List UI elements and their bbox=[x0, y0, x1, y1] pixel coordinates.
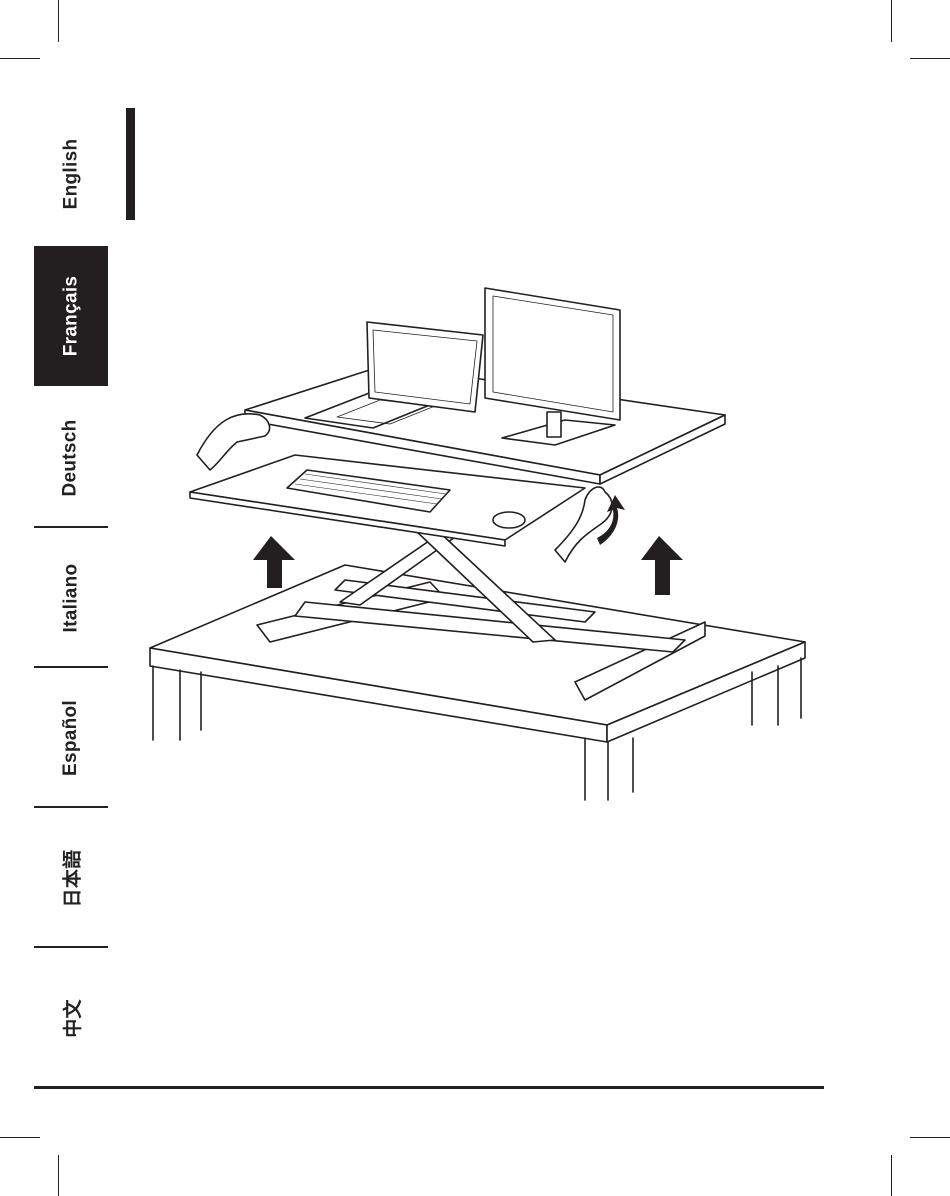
section-marker-bar bbox=[126, 108, 135, 220]
tab-japanese[interactable]: 日本語 bbox=[34, 808, 108, 948]
crop-mark bbox=[891, 0, 892, 42]
tab-english[interactable]: English bbox=[34, 104, 108, 244]
tab-espanol[interactable]: Español bbox=[34, 668, 108, 808]
up-arrow-icon bbox=[641, 536, 683, 595]
crop-mark bbox=[910, 58, 950, 59]
tab-label: Deutsch bbox=[60, 419, 82, 496]
tab-label: 中文 bbox=[57, 999, 84, 1038]
tab-chinese[interactable]: 中文 bbox=[34, 948, 108, 1088]
footer-rule bbox=[34, 1086, 824, 1089]
crop-mark bbox=[891, 1155, 892, 1196]
mouse bbox=[493, 512, 525, 528]
up-arrow-icon bbox=[253, 536, 295, 588]
tab-label: Français bbox=[60, 276, 82, 357]
monitor-frame bbox=[485, 288, 620, 420]
crop-mark bbox=[0, 58, 40, 59]
tab-label: Español bbox=[60, 700, 82, 776]
crop-mark bbox=[58, 0, 59, 42]
tab-italiano[interactable]: Italiano bbox=[34, 528, 108, 668]
tab-label: 日本語 bbox=[58, 849, 85, 907]
tab-label: Italiano bbox=[60, 564, 82, 633]
language-tabs: English Français Deutsch Italiano Españo… bbox=[34, 104, 108, 1084]
tab-francais[interactable]: Français bbox=[34, 246, 108, 386]
tab-label: English bbox=[60, 139, 82, 210]
crop-mark bbox=[910, 1137, 950, 1138]
left-hand bbox=[197, 414, 270, 470]
tab-deutsch[interactable]: Deutsch bbox=[34, 388, 108, 528]
crop-mark bbox=[0, 1137, 40, 1138]
crop-mark bbox=[58, 1155, 59, 1196]
monitor-stand bbox=[547, 412, 561, 437]
standing-desk-converter-raise-illustration bbox=[145, 280, 825, 810]
